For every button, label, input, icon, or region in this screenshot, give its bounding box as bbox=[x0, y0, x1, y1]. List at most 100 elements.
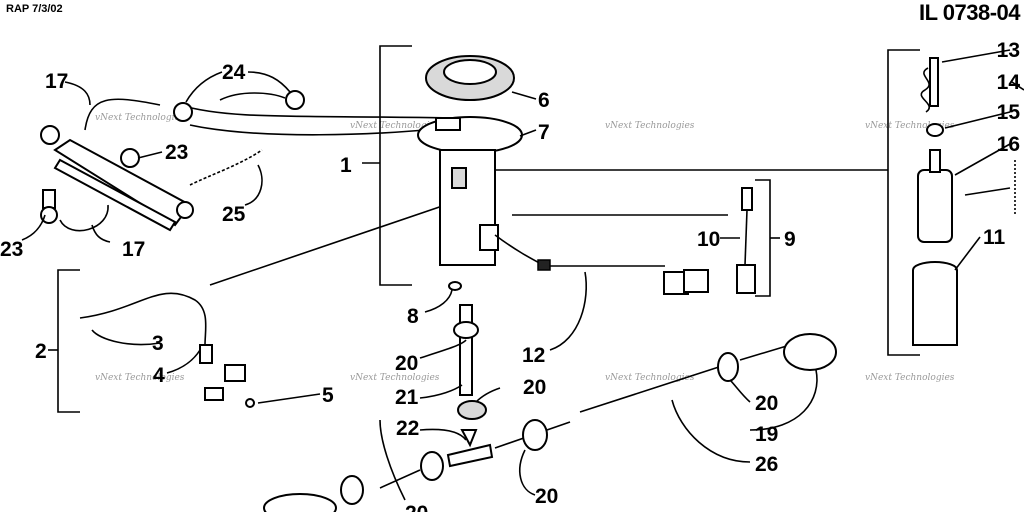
leader-group-2 bbox=[209, 199, 461, 286]
leader-14 bbox=[1011, 81, 1024, 91]
leader-6 bbox=[511, 91, 537, 100]
leader-21 bbox=[419, 384, 463, 399]
leader-4 bbox=[166, 349, 201, 374]
watermark-text: vNext Technologies bbox=[865, 121, 955, 131]
screw-5 bbox=[245, 398, 255, 408]
sender-wire bbox=[744, 209, 748, 266]
grommet-20-lower bbox=[420, 451, 444, 481]
callout-2: 2 bbox=[35, 340, 47, 363]
watermark-text: vNext Technologies bbox=[865, 373, 955, 383]
leader-17-b bbox=[91, 224, 111, 243]
leader-5 bbox=[257, 393, 321, 404]
callout-19: 19 bbox=[755, 423, 778, 446]
harness-connector-b bbox=[683, 269, 709, 293]
leader-23-b bbox=[21, 214, 46, 241]
fuel-line-return bbox=[189, 124, 446, 136]
pipe-19-neck bbox=[739, 344, 791, 361]
fuel-rail-assembly bbox=[40, 98, 194, 232]
fuel-rail-side bbox=[53, 158, 177, 232]
hose-17-upper bbox=[84, 98, 161, 131]
watermark-text: vNext Technologies bbox=[350, 373, 440, 383]
rail-end-cap bbox=[176, 201, 194, 219]
hose-17-lower bbox=[59, 204, 109, 232]
callout-8: 8 bbox=[407, 305, 419, 328]
corrugated-hose-25 bbox=[189, 149, 263, 186]
wiring-harness-12 bbox=[494, 234, 709, 295]
grommet-20-bottom bbox=[340, 475, 364, 505]
bottom-fitting bbox=[263, 493, 337, 512]
leader-3 bbox=[91, 329, 161, 346]
leader-24-a bbox=[185, 71, 223, 103]
lock-ring bbox=[425, 55, 515, 101]
leader-19 bbox=[749, 369, 818, 431]
leader-17-a bbox=[64, 81, 91, 106]
leader-24-b bbox=[247, 71, 291, 93]
module-filter bbox=[451, 167, 467, 189]
module-flange bbox=[417, 116, 523, 154]
callout-17-lower: 17 bbox=[122, 238, 145, 261]
callout-20-d: 20 bbox=[535, 485, 558, 508]
leader-13 bbox=[941, 49, 1011, 63]
bracket-2 bbox=[57, 269, 80, 413]
tee-fitting bbox=[446, 443, 494, 468]
leader-20-d bbox=[519, 449, 536, 496]
harness-wire bbox=[494, 234, 665, 267]
pump-parts bbox=[912, 57, 1016, 346]
fitting-19 bbox=[783, 333, 837, 371]
leader-25 bbox=[244, 164, 263, 206]
callout-12: 12 bbox=[522, 344, 545, 367]
hose-24 bbox=[219, 92, 286, 101]
rail-clamp bbox=[42, 189, 56, 209]
watermark-text: vNext Technologies bbox=[605, 121, 695, 131]
callout-7: 7 bbox=[538, 121, 550, 144]
harness-grommet bbox=[537, 259, 551, 271]
callout-5: 5 bbox=[322, 384, 334, 407]
watermark-text: vNext Technologies bbox=[95, 373, 185, 383]
seal-15 bbox=[926, 123, 944, 137]
callout-20-a: 20 bbox=[395, 352, 418, 375]
sender-unit bbox=[736, 264, 756, 294]
leader-12 bbox=[549, 271, 588, 351]
leader-20-c bbox=[729, 379, 751, 403]
clamp-23-lower bbox=[40, 206, 58, 224]
leader-20-e bbox=[379, 419, 406, 501]
bracket-1 bbox=[379, 45, 412, 286]
nut-20 bbox=[457, 400, 487, 420]
grommet-20-mid bbox=[522, 419, 548, 451]
clamp-23-upper bbox=[120, 148, 140, 168]
bracket-9 bbox=[755, 179, 771, 297]
callout-15: 15 bbox=[997, 101, 1021, 124]
date-stamp: RAP 7/3/02 bbox=[6, 3, 63, 15]
sender-plug bbox=[741, 187, 753, 211]
tube-13 bbox=[929, 57, 939, 107]
callout-14: 14 bbox=[997, 71, 1021, 94]
feed-pipe-assembly bbox=[446, 304, 494, 468]
callout-9: 9 bbox=[784, 228, 796, 251]
pressure-regulator bbox=[40, 125, 60, 145]
callout-4: 4 bbox=[153, 364, 165, 387]
callout-20-c: 20 bbox=[755, 392, 778, 415]
harness-2-connector bbox=[224, 364, 246, 382]
grommet-20-right bbox=[717, 352, 739, 382]
pump-outlet bbox=[929, 149, 941, 173]
callout-24: 24 bbox=[222, 61, 246, 84]
leader-11 bbox=[954, 236, 981, 271]
fuel-pump-module bbox=[417, 116, 523, 291]
callout-26: 26 bbox=[755, 453, 778, 476]
callout-16: 16 bbox=[997, 133, 1020, 156]
callout-20-b: 20 bbox=[523, 376, 546, 399]
leader-7 bbox=[519, 129, 537, 137]
callout-11: 11 bbox=[983, 226, 1006, 249]
leader-8 bbox=[424, 289, 453, 313]
bracket-right bbox=[887, 49, 920, 356]
callout-labels: 17 24 23 25 23 17 1 6 7 8 10 9 12 2 3 4 … bbox=[0, 39, 1020, 512]
callout-10: 10 bbox=[697, 228, 720, 251]
callout-23-lower: 23 bbox=[0, 238, 23, 261]
clamp-24-b bbox=[285, 90, 305, 110]
callout-22: 22 bbox=[396, 417, 419, 440]
watermark-text: vNext Technologies bbox=[350, 121, 440, 131]
leader-16-b bbox=[964, 187, 1011, 196]
lower-pipes bbox=[263, 333, 837, 512]
fuel-line bbox=[179, 104, 451, 119]
hose-set bbox=[173, 90, 451, 186]
